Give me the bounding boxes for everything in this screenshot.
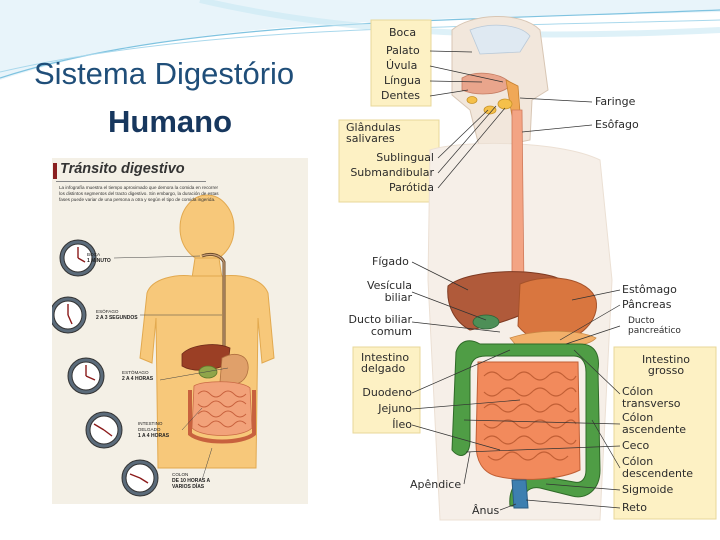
stage-organ: BOCA [87,252,101,257]
stage-time: 2 A 4 HORAS [122,376,154,382]
label-apendice: Apêndice [410,478,462,491]
label-estomago: Estômago [622,283,677,296]
infographic-description: La infografía muestra el tiempo aproxima… [59,185,219,202]
stage-estomago: ESTÓMAGO 2 A 4 HORAS [122,370,153,382]
label-pancreas: Pâncreas [622,298,672,311]
infographic-title: Tránsito digestivo [60,161,185,177]
label-anus: Ânus [472,504,500,517]
label-sublingual: Sublingual [376,151,434,164]
label-lingua: Língua [384,74,421,87]
label-ileo: Íleo [392,418,412,431]
stage-esofago: ESÓFAGO 2 A 3 SEGUNDOS [96,309,138,321]
label-figado: Fígado [372,255,409,268]
label-glandulas-salivares: Glândulas salivares [346,121,401,145]
stage-organ: INTESTINO DELGADO [138,421,163,432]
header-swoosh [0,0,720,80]
label-palato: Palato [386,44,420,57]
label-colon-descendente: Cólon descendente [622,455,694,480]
label-esofago: Esôfago [595,118,639,131]
stage-time: 1 A 4 HORAS [138,433,170,439]
infographic-divider [56,181,206,182]
stage-time: 2 A 3 SEGUNDOS [96,315,138,321]
anatomy-illustration [338,15,717,521]
label-ducto-pancreatico: Ducto pancreático [628,316,681,336]
label-submandibular: Submandibular [350,166,434,179]
label-vesicula-biliar: Vesícula biliar [366,279,412,304]
label-colon-transverso: Cólon transverso [622,385,681,410]
label-sigmoide: Sigmoide [622,483,674,496]
stage-time: DE 10 HORAS A VARIOS DÍAS [172,478,210,490]
label-uvula: Úvula [386,59,418,72]
slide-title-line1: Sistema Digestório [34,56,295,91]
label-faringe: Faringe [595,95,636,108]
label-intestino-grosso: Intestino grosso [641,353,691,377]
label-jejuno: Jejuno [378,402,412,415]
label-colon-ascendente: Cólon ascendente [622,411,687,436]
label-ducto-biliar-comum: Ducto biliar comum [348,313,412,338]
infographic-title-bar [53,163,57,179]
stage-colon: COLON DE 10 HORAS A VARIOS DÍAS [172,472,220,490]
body-silhouette [52,194,275,497]
stage-organ: ESÓFAGO [96,309,119,314]
label-dentes: Dentes [381,89,421,102]
label-parotida: Parótida [389,181,434,194]
stage-organ: COLON [172,472,189,477]
label-duodeno: Duodeno [362,386,412,399]
label-ceco: Ceco [622,439,650,452]
label-boca: Boca [389,26,417,39]
stage-intestino-delgado: INTESTINO DELGADO 1 A 4 HORAS [138,421,172,439]
stage-boca: BOCA 1 MINUTO [87,252,111,264]
stage-time: 1 MINUTO [87,258,111,264]
stage-organ: ESTÓMAGO [122,370,149,375]
label-reto: Reto [622,501,647,514]
slide-title-line2: Humano [108,104,232,139]
label-intestino-delgado: Intestino delgado [361,351,410,375]
